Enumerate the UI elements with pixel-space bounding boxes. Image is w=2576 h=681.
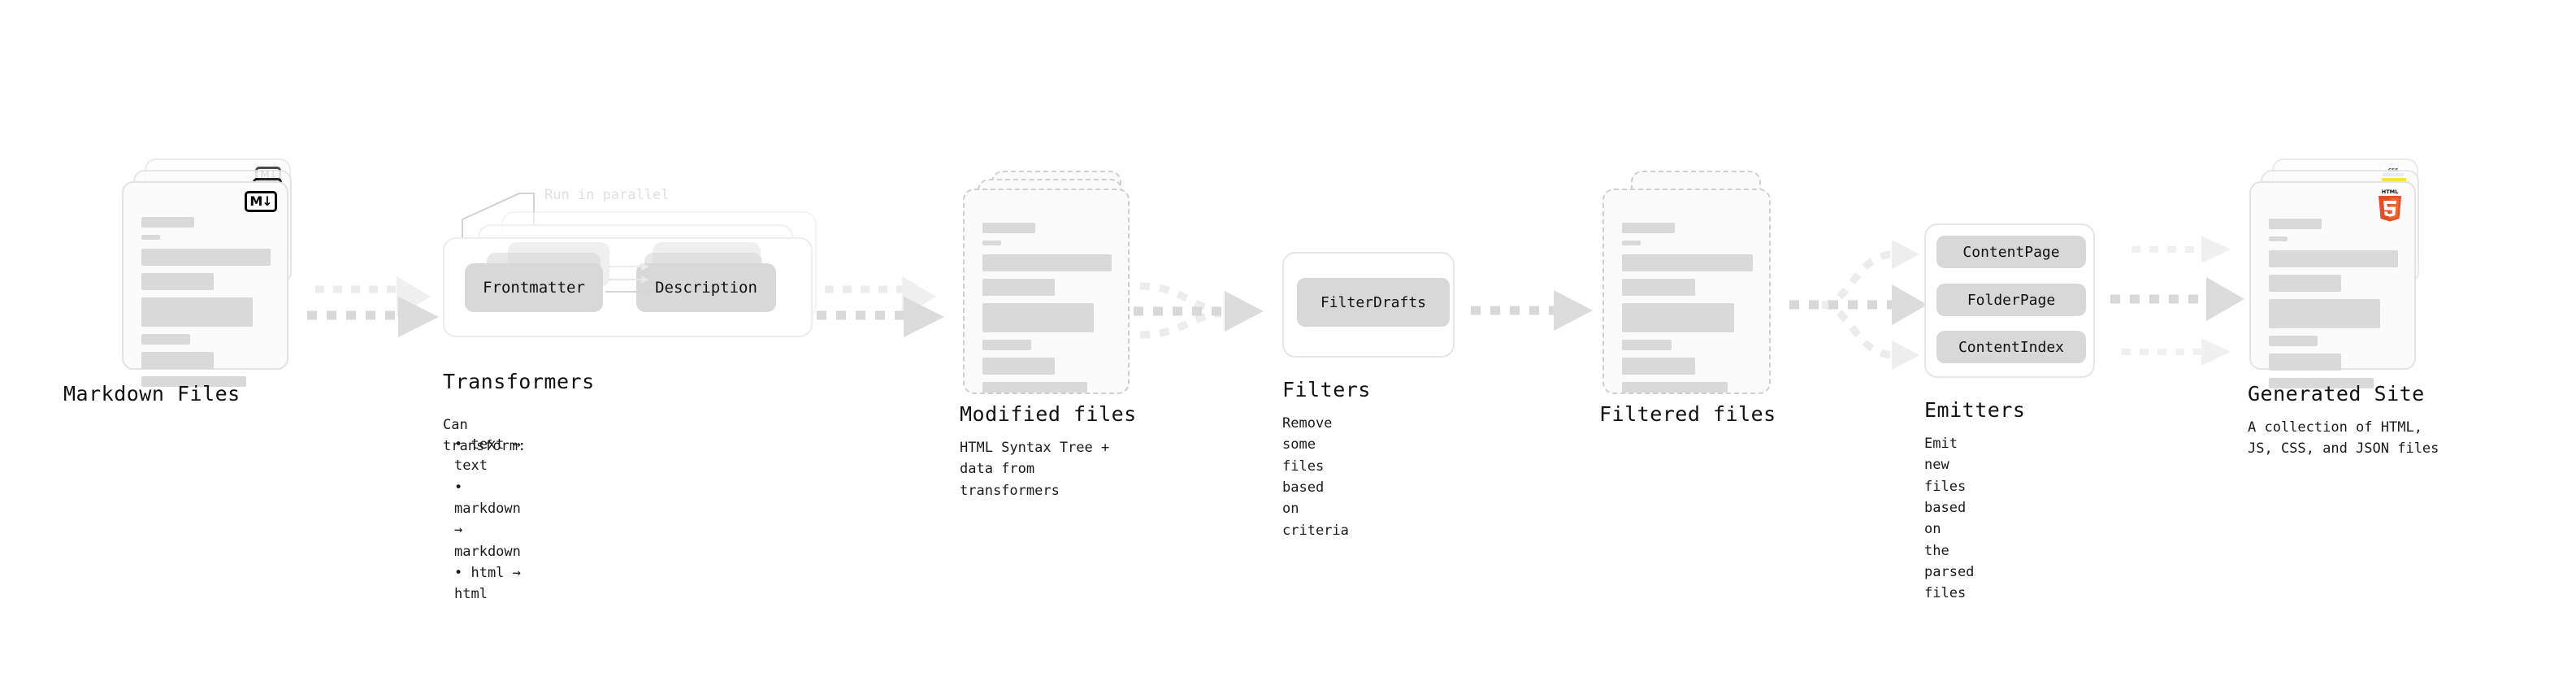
content-bar [141,235,160,240]
transformer-chip-frontmatter-label: Frontmatter [483,279,585,297]
stage-modified-files: Modified files HTML Syntax Tree + data f… [960,171,1138,499]
emitter-chip-contentpage-label: ContentPage [1962,243,2060,261]
content-bar [1622,382,1728,393]
content-bar [2269,336,2318,346]
transformer-chip-description[interactable]: Description [636,263,776,312]
markdown-card-stack: M↓ M↓ M↓ [122,158,309,435]
content-bar [1622,241,1641,245]
content-bar [141,249,271,266]
svg-text:HTML: HTML [2382,189,2398,195]
stage-generated-site: css HTML [2248,158,2444,457]
filter-chip-filterdrafts-label: FilterDrafts [1320,293,1427,311]
content-bar [982,223,1035,233]
list-item: • markdown → markdown [454,479,521,560]
emitter-chip-contentindex[interactable]: ContentIndex [1936,331,2086,363]
stage-label-modified-files: Modified files [960,402,1137,426]
content-bar [1622,279,1696,296]
content-bar [982,303,1094,332]
connector-modified-to-filters [1134,282,1264,339]
content-bar [2269,219,2322,229]
content-bar [982,382,1087,393]
content-bar [141,334,191,345]
content-bar [141,297,253,327]
content-bar [141,376,246,387]
content-bar [982,358,1056,375]
content-bar [1622,254,1753,271]
modified-card-content [982,223,1112,400]
markdown-icon: M↓ [245,191,277,212]
stage-description-generated-site: A collection of HTML, JS, CSS, and JSON … [2248,419,2439,458]
content-bar [982,241,1001,245]
connector-emitters-to-site [2110,236,2244,366]
emitter-chip-folderpage[interactable]: FolderPage [1936,284,2086,316]
stage-label-transformers: Transformers [443,370,595,393]
transformers-bullet-list: • text → text • markdown → markdown • ht… [443,434,521,605]
emitter-chip-contentpage[interactable]: ContentPage [1936,236,2086,268]
filtered-card-front [1602,189,1771,394]
filtered-card-content [1622,223,1753,400]
html5-icon: HTML [2375,188,2405,222]
stage-label-emitters: Emitters [1924,398,2026,422]
content-bar [141,217,194,228]
emitters-box: ContentPage FolderPage ContentIndex [1924,223,2095,378]
content-bar [2269,236,2288,241]
stage-label-filters: Filters [1282,378,1371,401]
generated-card-content [2269,219,2398,396]
stage-label-markdown-files: Markdown Files [63,382,241,406]
content-bar [2269,354,2342,371]
content-bar [982,340,1032,350]
filtered-card-stack [1602,171,1777,439]
stage-description-emitters: Emit new files based on the parsed files [1924,436,1975,602]
content-bar [1622,303,1735,332]
content-bar [982,279,1056,296]
markdown-card-front: M↓ [122,181,288,387]
transformer-chip-frontmatter[interactable]: Frontmatter [465,263,603,312]
transformer-inner-arrows [605,262,654,297]
generated-card-front: HTML [2249,181,2416,388]
list-item: • text → text [454,436,521,475]
modified-card-front [963,189,1130,394]
connector-transformers-to-modified [817,276,944,337]
content-bar [2269,378,2374,388]
stage-description-transformers: Can transform: [443,417,527,455]
stage-markdown-files: M↓ M↓ M↓ Markdown Files [63,158,309,435]
connector-md-to-transformers [307,276,439,337]
content-bar [982,254,1112,271]
content-bar [1622,340,1672,350]
emitter-chip-contentindex-label: ContentIndex [1958,338,2065,356]
modified-card-stack [963,171,1138,439]
content-bar [2269,299,2380,328]
generated-card-stack: css HTML [2249,158,2444,435]
filter-chip-filterdrafts[interactable]: FilterDrafts [1297,278,1450,327]
run-in-parallel-bracket [462,193,535,237]
run-in-parallel-label: Run in parallel [544,187,670,203]
connector-filters-to-filtered [1471,290,1593,331]
html5-icon-svg: HTML [2379,189,2401,222]
stage-label-generated-site: Generated Site [2248,382,2425,406]
markdown-card-content [141,217,271,394]
stage-label-filtered-files: Filtered files [1599,402,1776,426]
list-item: • html → html [454,565,521,603]
connector-filtered-to-emitters [1789,240,1928,370]
content-bar [141,352,215,369]
filters-box: FilterDrafts [1282,252,1455,358]
markdown-icon-letter-front: M [249,193,262,209]
emitter-chip-folderpage-label: FolderPage [1967,291,2056,309]
content-bar [1622,223,1675,233]
content-bar [141,273,215,290]
transformer-chip-description-label: Description [655,279,757,297]
stage-filtered-files: Filtered files [1599,171,1777,439]
content-bar [1622,358,1696,375]
stage-description-modified-files: HTML Syntax Tree + data from transformer… [960,440,1110,499]
content-bar [2269,275,2342,292]
content-bar [2269,250,2398,267]
stage-description-filters: Remove some files based on criteria [1282,415,1349,539]
